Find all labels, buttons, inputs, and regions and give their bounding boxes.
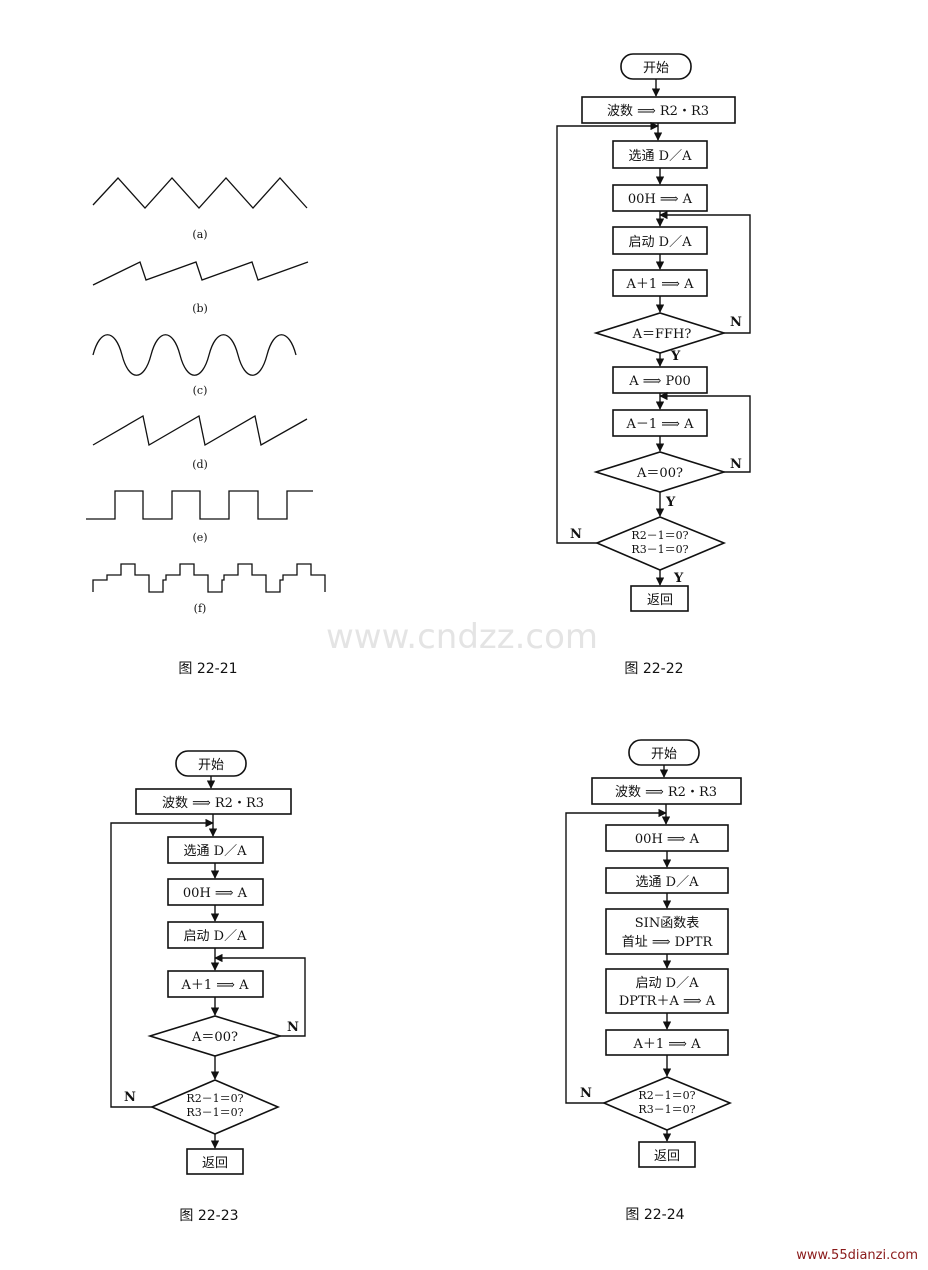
fig22-step-select-da-label: 选通 D／A xyxy=(629,149,693,164)
fig22-step-load-count xyxy=(581,96,736,124)
fig21-caption: 图 22-21 xyxy=(178,661,237,677)
fig22-y2: Y xyxy=(665,495,676,510)
fig22-decision-r2r3 xyxy=(594,516,727,571)
fig24-step-sin-table-line2: 首址 ⟹ DPTR xyxy=(622,935,714,950)
fig22-caption: 图 22-22 xyxy=(624,661,683,677)
fig21-waveforms: (a) (b) (c) (d) (e) (f) 图 22-21 xyxy=(86,177,326,677)
fig24-flowchart: 开始 波数 ⟹ R2・R3 00H ⟹ A 选通 D／A SIN函数表 首址 ⟹… xyxy=(565,739,742,1223)
fig23-step-load-count-label: 波数 ⟹ R2・R3 xyxy=(162,796,264,811)
fig23-step-select-da-label: 选通 D／A xyxy=(184,844,248,859)
fig22-y3: Y xyxy=(673,571,684,586)
fig24-decision-r2r3-line2: R3－1＝0? xyxy=(638,1103,695,1116)
fig24-step-inc-a-label: A＋1 ⟹ A xyxy=(633,1037,702,1052)
fig22-step-out-p00 xyxy=(612,366,708,394)
fig24-decision-r2r3 xyxy=(601,1076,733,1131)
fig22-step-inc-a-label: A＋1 ⟹ A xyxy=(626,277,695,292)
fig23-decision-r2r3-line1: R2－1＝0? xyxy=(186,1092,243,1105)
fig22-decision-r2r3-line1: R2－1＝0? xyxy=(631,529,688,542)
fig22-step-start-da-label: 启动 D／A xyxy=(629,235,693,250)
fig24-step-load-count xyxy=(591,777,742,805)
fig22-n1: N xyxy=(730,315,742,330)
fig23-start-label: 开始 xyxy=(198,758,224,773)
fig22-start-label: 开始 xyxy=(643,61,669,76)
fig22-step-out-p00-label: A ⟹ P00 xyxy=(628,374,691,389)
fig23-n2: N xyxy=(124,1090,136,1105)
fig23-flowchart: 开始 波数 ⟹ R2・R3 选通 D／A 00H ⟹ A 启动 D／A A＋1 … xyxy=(110,750,306,1224)
fig24-step-clear-a-label: 00H ⟹ A xyxy=(635,832,700,847)
fig23-step-clear-a-label: 00H ⟹ A xyxy=(183,886,248,901)
fig24-step-inc-a xyxy=(605,1029,729,1056)
fig22-step-clear-a-label: 00H ⟹ A xyxy=(628,192,693,207)
fig22-n3: N xyxy=(570,527,582,542)
waveform-a xyxy=(92,177,308,209)
fig24-step-start-da-line2: DPTR＋A ⟹ A xyxy=(619,994,716,1009)
fig22-decision-a-00-label: A＝00? xyxy=(636,466,683,481)
waveform-f xyxy=(92,563,326,593)
fig23-decision-a-00-label: A＝00? xyxy=(191,1030,238,1045)
fig22-end-return xyxy=(630,585,689,612)
waveform-b-label: (b) xyxy=(192,302,208,315)
waveform-c xyxy=(92,334,297,376)
fig23-step-inc-a xyxy=(167,970,264,998)
fig24-step-sin-table-line1: SIN函数表 xyxy=(635,916,699,931)
fig24-end-return-label: 返回 xyxy=(654,1149,680,1164)
fig24-step-select-da-label: 选通 D／A xyxy=(636,875,700,890)
fig24-end-return xyxy=(638,1141,696,1168)
waveform-f-label: (f) xyxy=(194,602,207,615)
fig23-step-select-da xyxy=(167,836,264,864)
fig24-decision-r2r3-line1: R2－1＝0? xyxy=(638,1089,695,1102)
fig23-step-inc-a-label: A＋1 ⟹ A xyxy=(181,978,250,993)
waveform-e xyxy=(86,490,313,520)
fig22-y1: Y xyxy=(670,349,681,364)
waveform-a-label: (a) xyxy=(192,228,207,241)
waveform-c-label: (c) xyxy=(193,384,208,397)
fig22-step-clear-a xyxy=(612,184,708,212)
fig24-n1: N xyxy=(580,1086,592,1101)
fig22-n2: N xyxy=(730,457,742,472)
fig23-step-clear-a xyxy=(167,878,264,906)
fig23-step-start-da-label: 启动 D／A xyxy=(184,929,248,944)
fig22-step-dec-a xyxy=(612,409,708,437)
fig23-end-return-label: 返回 xyxy=(202,1156,228,1171)
fig22-step-dec-a-label: A－1 ⟹ A xyxy=(626,417,695,432)
fig24-step-start-da-line1: 启动 D／A xyxy=(636,976,700,991)
fig23-decision-r2r3 xyxy=(149,1079,281,1135)
watermark-text: www.cndzz.com xyxy=(326,617,598,657)
fig23-n1: N xyxy=(287,1020,299,1035)
fig23-decision-r2r3-line2: R3－1＝0? xyxy=(186,1106,243,1119)
footer-url: www.55dianzi.com xyxy=(796,1248,918,1263)
fig23-caption: 图 22-23 xyxy=(179,1208,238,1224)
fig23-end-return xyxy=(186,1148,244,1175)
fig24-start-label: 开始 xyxy=(651,747,677,762)
fig22-flowchart: 开始 波数 ⟹ R2・R3 选通 D／A 00H ⟹ A 启动 D／A A＋1 … xyxy=(556,53,751,677)
fig22-decision-a-ffh-label: A＝FFH? xyxy=(632,327,692,342)
waveform-d-label: (d) xyxy=(192,458,208,471)
waveform-e-label: (e) xyxy=(192,531,207,544)
waveform-b xyxy=(92,261,309,286)
fig22-end-return-label: 返回 xyxy=(647,593,673,608)
fig22-step-load-count-label: 波数 ⟹ R2・R3 xyxy=(607,104,709,119)
fig24-step-start-da-lookup xyxy=(605,968,729,1014)
fig23-step-start-da xyxy=(167,921,264,949)
fig24-caption: 图 22-24 xyxy=(625,1207,684,1223)
fig24-step-load-count-label: 波数 ⟹ R2・R3 xyxy=(615,785,717,800)
waveform-d xyxy=(92,414,308,447)
fig22-decision-r2r3-line2: R3－1＝0? xyxy=(631,543,688,556)
